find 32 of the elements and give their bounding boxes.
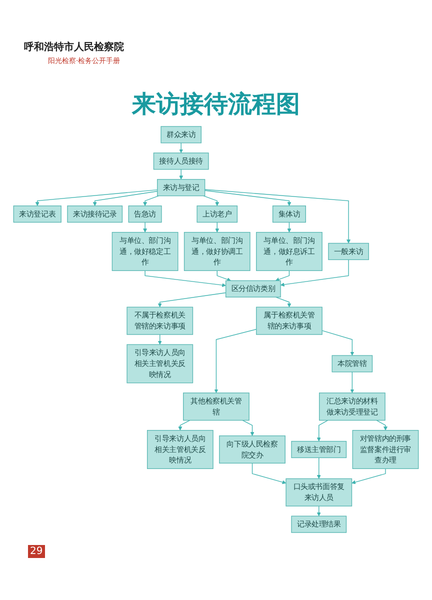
arrow [275, 296, 292, 308]
arrow [179, 169, 184, 180]
arrow [203, 195, 220, 206]
arrow [376, 420, 388, 431]
arrow [158, 334, 162, 345]
arrow [179, 142, 184, 154]
arrow [216, 270, 231, 282]
arrow [144, 270, 226, 288]
arrow [178, 420, 190, 431]
arrow [275, 270, 290, 282]
header-text: 呼和浩特市人民检察院 [24, 40, 124, 54]
arrow [287, 222, 292, 232]
arrow [143, 195, 160, 206]
arrow [215, 222, 220, 232]
arrow [242, 420, 254, 436]
arrow [204, 190, 292, 206]
arrow [252, 462, 286, 484]
arrow [316, 420, 328, 442]
page-number: 29 [28, 545, 45, 558]
arrow [322, 330, 354, 356]
arrow [316, 457, 321, 479]
arrow [352, 468, 386, 484]
arrow [214, 328, 257, 394]
arrow [350, 372, 354, 394]
arrow [143, 222, 148, 232]
arrow [204, 189, 351, 244]
arrow [280, 259, 349, 287]
arrow [158, 292, 226, 308]
arrow [316, 506, 321, 516]
arrow [92, 190, 158, 206]
arrow [35, 189, 158, 206]
title: 来访接待流程图 [130, 88, 301, 120]
